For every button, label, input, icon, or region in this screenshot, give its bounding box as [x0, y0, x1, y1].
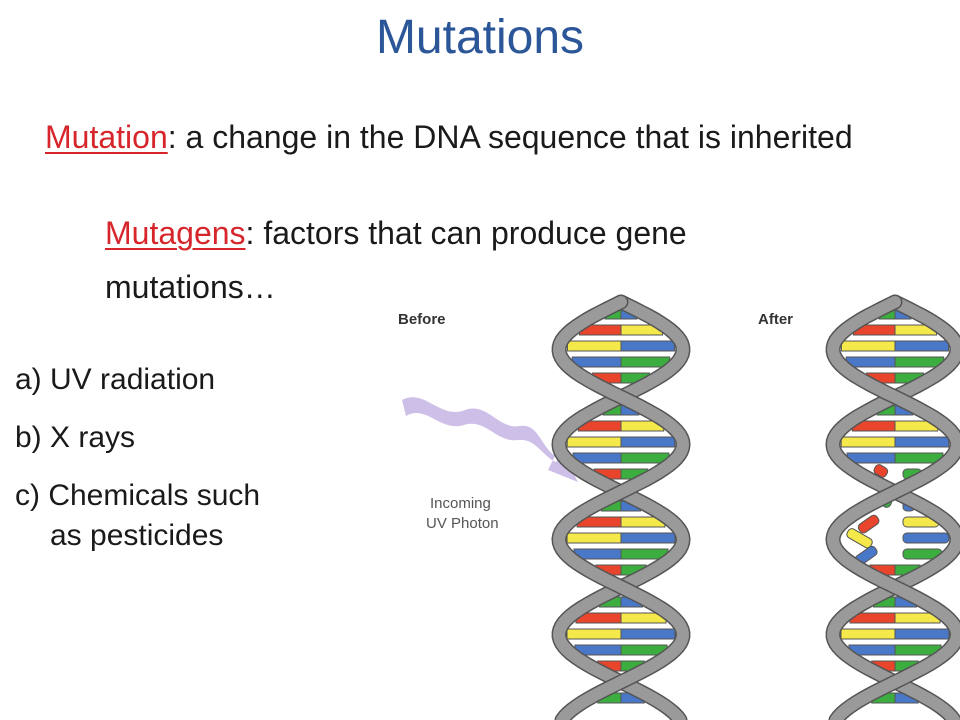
photon-label-line2: UV Photon — [426, 515, 499, 532]
uv-photon-arrow-icon — [402, 397, 578, 482]
list-item: a) UV radiation — [15, 363, 216, 396]
broken-base — [873, 464, 889, 478]
definition-mutation: Mutation: a change in the DNA sequence t… — [45, 112, 925, 162]
broken-base — [857, 514, 880, 534]
definition-mutagens-text: : factors that can produce gene mutation… — [105, 215, 687, 305]
slide-title: Mutations — [375, 11, 585, 64]
base-segment — [620, 340, 676, 352]
base-segment — [620, 532, 676, 544]
base-segment — [566, 628, 622, 640]
term-mutagens: Mutagens — [105, 215, 246, 251]
list-item: c) Chemicals such as pesticides — [15, 479, 261, 552]
base-segment — [840, 628, 896, 640]
after-label: After — [758, 311, 793, 328]
base-segment — [566, 340, 622, 352]
base-segment — [894, 628, 950, 640]
dna-helix-before — [551, 294, 691, 720]
backbone-strand — [552, 296, 690, 720]
backbone-strand — [826, 296, 960, 720]
definition-mutation-text: : a change in the DNA sequence that is i… — [167, 119, 853, 155]
before-label: Before — [398, 311, 446, 328]
mutagen-list: a) UV radiation b) X rays c) Chemicals s… — [15, 360, 335, 574]
base-segment — [894, 436, 950, 448]
term-mutation: Mutation — [45, 119, 168, 155]
base-segment — [620, 356, 671, 368]
base-segment — [845, 356, 896, 368]
base-segment — [902, 532, 950, 544]
definition-mutagens: Mutagens: factors that can produce gene … — [105, 206, 865, 314]
base-segment — [571, 356, 622, 368]
base-segment — [894, 340, 950, 352]
base-segment — [566, 532, 622, 544]
base-segment — [840, 340, 896, 352]
backbone-strand — [552, 296, 690, 720]
dna-helix-after — [825, 294, 960, 720]
base-segment — [566, 436, 622, 448]
dna-mutation-diagram: Before After Incoming UV Photon — [398, 294, 960, 720]
base-segment — [620, 628, 676, 640]
base-segment — [620, 436, 676, 448]
base-segment — [840, 436, 896, 448]
backbone-strand — [826, 296, 960, 720]
base-segment — [894, 356, 945, 368]
broken-base — [846, 528, 873, 549]
photon-label-line1: Incoming — [430, 495, 491, 512]
list-item: b) X rays — [15, 421, 136, 454]
